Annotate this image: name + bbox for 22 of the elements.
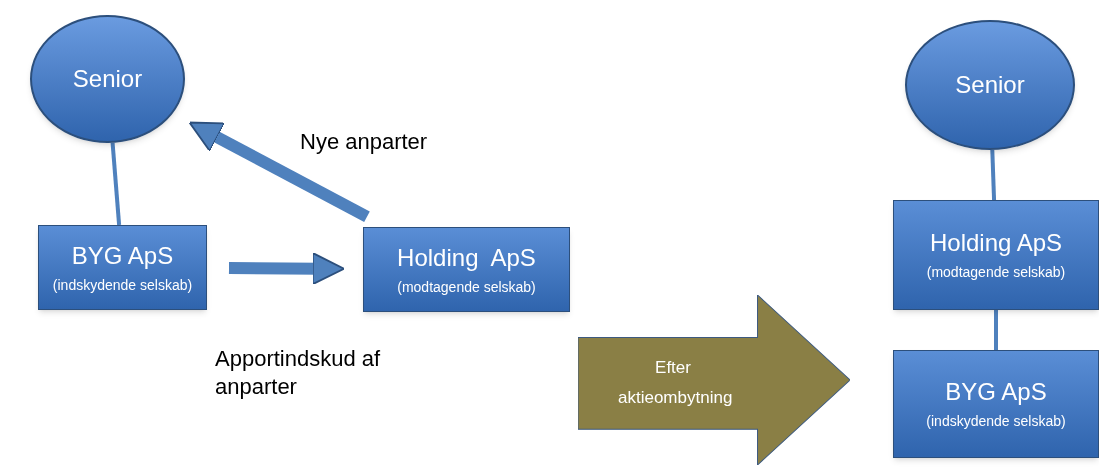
company-role: (modtagende selskab) [397, 277, 536, 297]
node-label: Senior [955, 70, 1025, 100]
edge-label: Apportindskud af anparter [215, 345, 382, 401]
edge-label: Nye anparter [300, 128, 429, 156]
company-role: (indskydende selskab) [926, 412, 1066, 431]
company-box [38, 225, 207, 310]
company-box [363, 227, 570, 312]
block-arrow-shape [578, 295, 850, 465]
company-box [893, 350, 1099, 458]
company-role: (modtagende selskab) [926, 263, 1066, 282]
block-arrow [188, 121, 370, 222]
connector-line [990, 149, 997, 201]
company-name: BYG ApS [71, 240, 174, 271]
block-arrow [228, 252, 345, 286]
company-name: BYG ApS [945, 377, 1047, 407]
company-role: (indskydende selskab) [52, 275, 193, 295]
connector-line [110, 142, 122, 226]
company-name: Holding ApS [929, 228, 1063, 258]
connector-line [994, 310, 998, 350]
company-name: Holding ApS [397, 242, 536, 273]
company-box [893, 200, 1099, 310]
node-label: Senior [72, 64, 143, 94]
